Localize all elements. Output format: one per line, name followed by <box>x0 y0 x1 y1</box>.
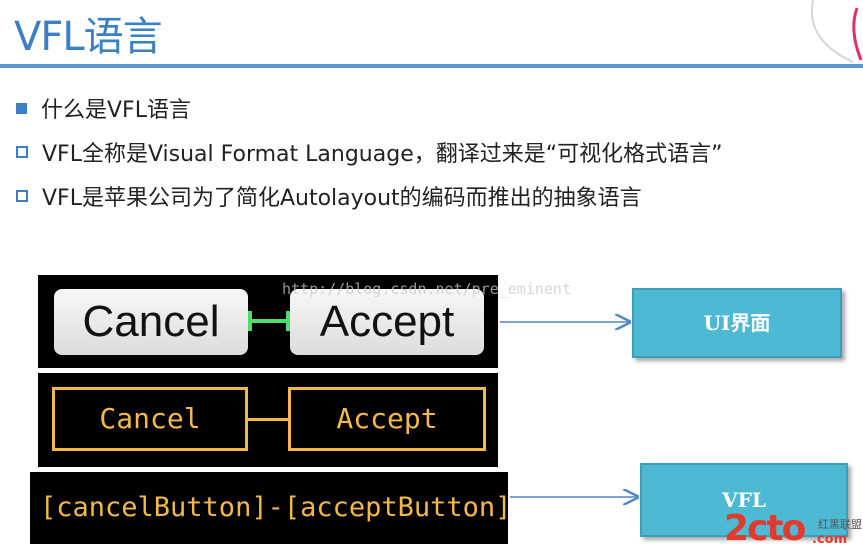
spacing-connector-cap <box>286 311 290 331</box>
bullet-text: 什么是VFL语言 <box>41 98 191 123</box>
site-logo: 2cto <box>724 508 806 549</box>
title-underline <box>0 64 863 68</box>
outline-panel: Cancel Accept <box>38 373 498 467</box>
vfl-code-text: [cancelButton]-[acceptButton] <box>40 492 512 523</box>
slide-title: VFL语言 <box>14 14 163 60</box>
hollow-square-bullet-icon <box>16 146 28 158</box>
ui-label-box: UI界面 <box>632 288 842 358</box>
watermark: http://blog.csdn.net/pre_eminent <box>282 280 571 298</box>
filled-square-bullet-icon <box>16 102 27 114</box>
bullet-item: VFL全称是Visual Format Language，翻译过来是“可视化格式… <box>16 130 723 174</box>
bullet-text: VFL是苹果公司为了简化Autolayout的编码而推出的抽象语言 <box>42 186 642 211</box>
outline-cancel-box: Cancel <box>52 387 248 451</box>
bullet-item: 什么是VFL语言 <box>16 86 723 130</box>
cancel-button: Cancel <box>54 289 248 355</box>
vfl-label-box: VFL <box>640 463 848 537</box>
outline-accept-box: Accept <box>288 387 486 451</box>
bullet-list: 什么是VFL语言 VFL全称是Visual Format Language，翻译… <box>16 86 723 218</box>
accept-button: Accept <box>290 289 484 355</box>
bullet-item: VFL是苹果公司为了简化Autolayout的编码而推出的抽象语言 <box>16 174 723 218</box>
outline-connector <box>248 418 288 421</box>
corner-decoration <box>810 0 863 63</box>
spacing-connector-cap <box>248 311 252 331</box>
ui-preview-panel: Cancel Accept <box>38 275 498 368</box>
site-logo-subtitle: 红黑联盟 <box>818 518 862 531</box>
site-logo-domain: .com <box>812 532 848 547</box>
spacing-connector <box>248 319 290 323</box>
bullet-text: VFL全称是Visual Format Language，翻译过来是“可视化格式… <box>42 142 723 167</box>
vfl-code-panel: [cancelButton]-[acceptButton] <box>30 472 512 544</box>
hollow-square-bullet-icon <box>16 190 28 202</box>
